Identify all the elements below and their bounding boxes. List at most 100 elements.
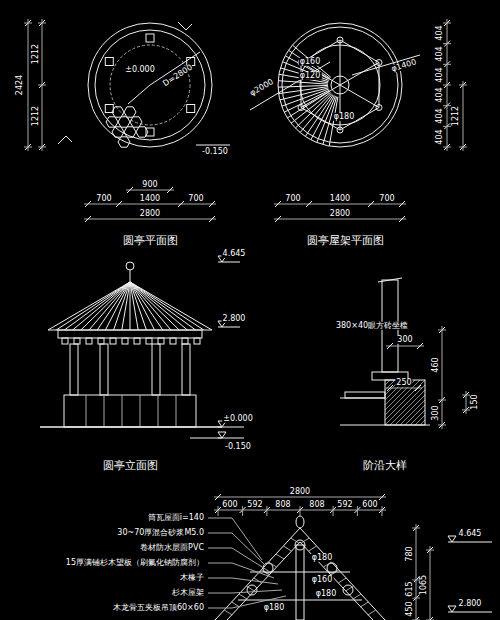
column	[70, 344, 78, 395]
extension-line	[459, 85, 467, 86]
column-top	[337, 37, 343, 43]
diameter-text: φ120	[299, 72, 322, 80]
extension-line	[38, 85, 46, 86]
roof-tile-line	[48, 282, 130, 330]
level-text: 2.800	[222, 315, 247, 323]
dimension-tick	[460, 82, 466, 88]
dimension-text: 300	[432, 404, 440, 421]
roof-tile-line	[130, 282, 163, 330]
diameter-text: φ180	[263, 604, 286, 612]
dimension-text: 600	[361, 501, 378, 509]
dimension-tick	[460, 144, 466, 150]
dimension-tick	[439, 422, 445, 428]
material-note: 筒瓦屋面i=140	[147, 514, 205, 522]
ridge-beam	[340, 40, 341, 85]
leader-line	[208, 518, 232, 519]
tile-stroke	[309, 546, 317, 551]
level-marker	[448, 606, 456, 612]
leader-line	[208, 563, 232, 564]
dimension-text: 1212	[452, 105, 460, 127]
dimension-tick	[427, 617, 433, 620]
dimension-line	[463, 81, 464, 151]
diameter-text: φ180	[315, 590, 338, 598]
paving-hexagon	[118, 117, 130, 127]
level-line	[196, 145, 230, 146]
level-text: 4.645	[458, 530, 483, 538]
extension-line	[218, 506, 219, 516]
dimension-text: 592	[246, 501, 263, 509]
ridge-beam	[340, 63, 379, 86]
extension-line	[382, 506, 383, 516]
bracket	[74, 338, 80, 344]
view-title: 圆亭平面图	[122, 235, 179, 247]
dimension-text: 700	[187, 195, 204, 203]
eave-band	[58, 330, 202, 338]
leader-line	[208, 593, 232, 594]
dimension-text: 404	[436, 128, 444, 145]
tile-stroke	[368, 610, 376, 615]
material-note: 30~70厚混合砂浆M5.0	[116, 529, 205, 537]
roof-tile-line	[130, 282, 131, 330]
purlin	[327, 563, 337, 573]
section-mark	[178, 22, 186, 30]
dimension-tick	[444, 41, 450, 47]
roof-tile-line	[130, 282, 212, 330]
extension-line	[443, 105, 451, 106]
roof-tile-line	[130, 282, 204, 330]
purlin	[247, 585, 257, 595]
rafter-line	[291, 92, 330, 123]
finial	[126, 262, 134, 270]
extension-line	[443, 147, 451, 148]
bracket	[146, 338, 152, 344]
roof-inner	[227, 542, 300, 620]
ground-line	[340, 425, 430, 426]
rafter-line	[278, 85, 328, 87]
roof-tile-line	[122, 282, 130, 330]
dimension-tick	[415, 385, 421, 391]
extension-line	[242, 506, 243, 516]
dimension-line	[84, 219, 216, 220]
leader-line	[232, 518, 262, 560]
bracket	[194, 338, 200, 344]
extension-line	[24, 147, 32, 148]
extension-line	[357, 506, 358, 516]
rafter-line	[280, 68, 328, 82]
leader-line	[232, 590, 282, 593]
dimension-text: 150	[471, 393, 479, 410]
section-mark	[186, 24, 192, 30]
wall-panel-line	[86, 395, 87, 427]
tile-stroke	[360, 602, 368, 607]
roof-tile-line	[97, 282, 130, 330]
extension-line	[38, 23, 46, 24]
dimension-text: 780	[406, 545, 414, 562]
leader-line	[208, 608, 232, 609]
dimension-line	[214, 497, 386, 498]
bracket	[86, 338, 92, 344]
dimension-text: 1400	[139, 195, 161, 203]
tie-beam	[238, 600, 362, 601]
bracket	[98, 338, 104, 344]
ground-line	[40, 426, 222, 428]
dimension-tick	[209, 216, 215, 222]
dimension-tick	[444, 144, 450, 150]
level-marker	[448, 536, 456, 542]
roof-tile-line	[130, 282, 187, 330]
dimension-tick	[427, 547, 433, 553]
step-slab	[345, 392, 385, 398]
extension-line	[438, 400, 446, 401]
roof-tile-line	[130, 282, 171, 330]
rafter-line	[295, 93, 331, 128]
extension-line	[443, 23, 451, 24]
dimension-line	[416, 524, 417, 620]
dimension-tick	[444, 82, 450, 88]
roof-tile-line	[56, 282, 130, 330]
dimension-tick	[368, 201, 374, 207]
roof-tile-line	[105, 282, 130, 330]
paving-hexagon	[130, 117, 142, 127]
dimension-tick	[399, 201, 405, 207]
dimension-line	[386, 346, 424, 347]
ground-line	[340, 398, 385, 399]
column	[182, 344, 190, 395]
dimension-tick	[275, 216, 281, 222]
diameter-text: φ1400	[390, 58, 419, 74]
